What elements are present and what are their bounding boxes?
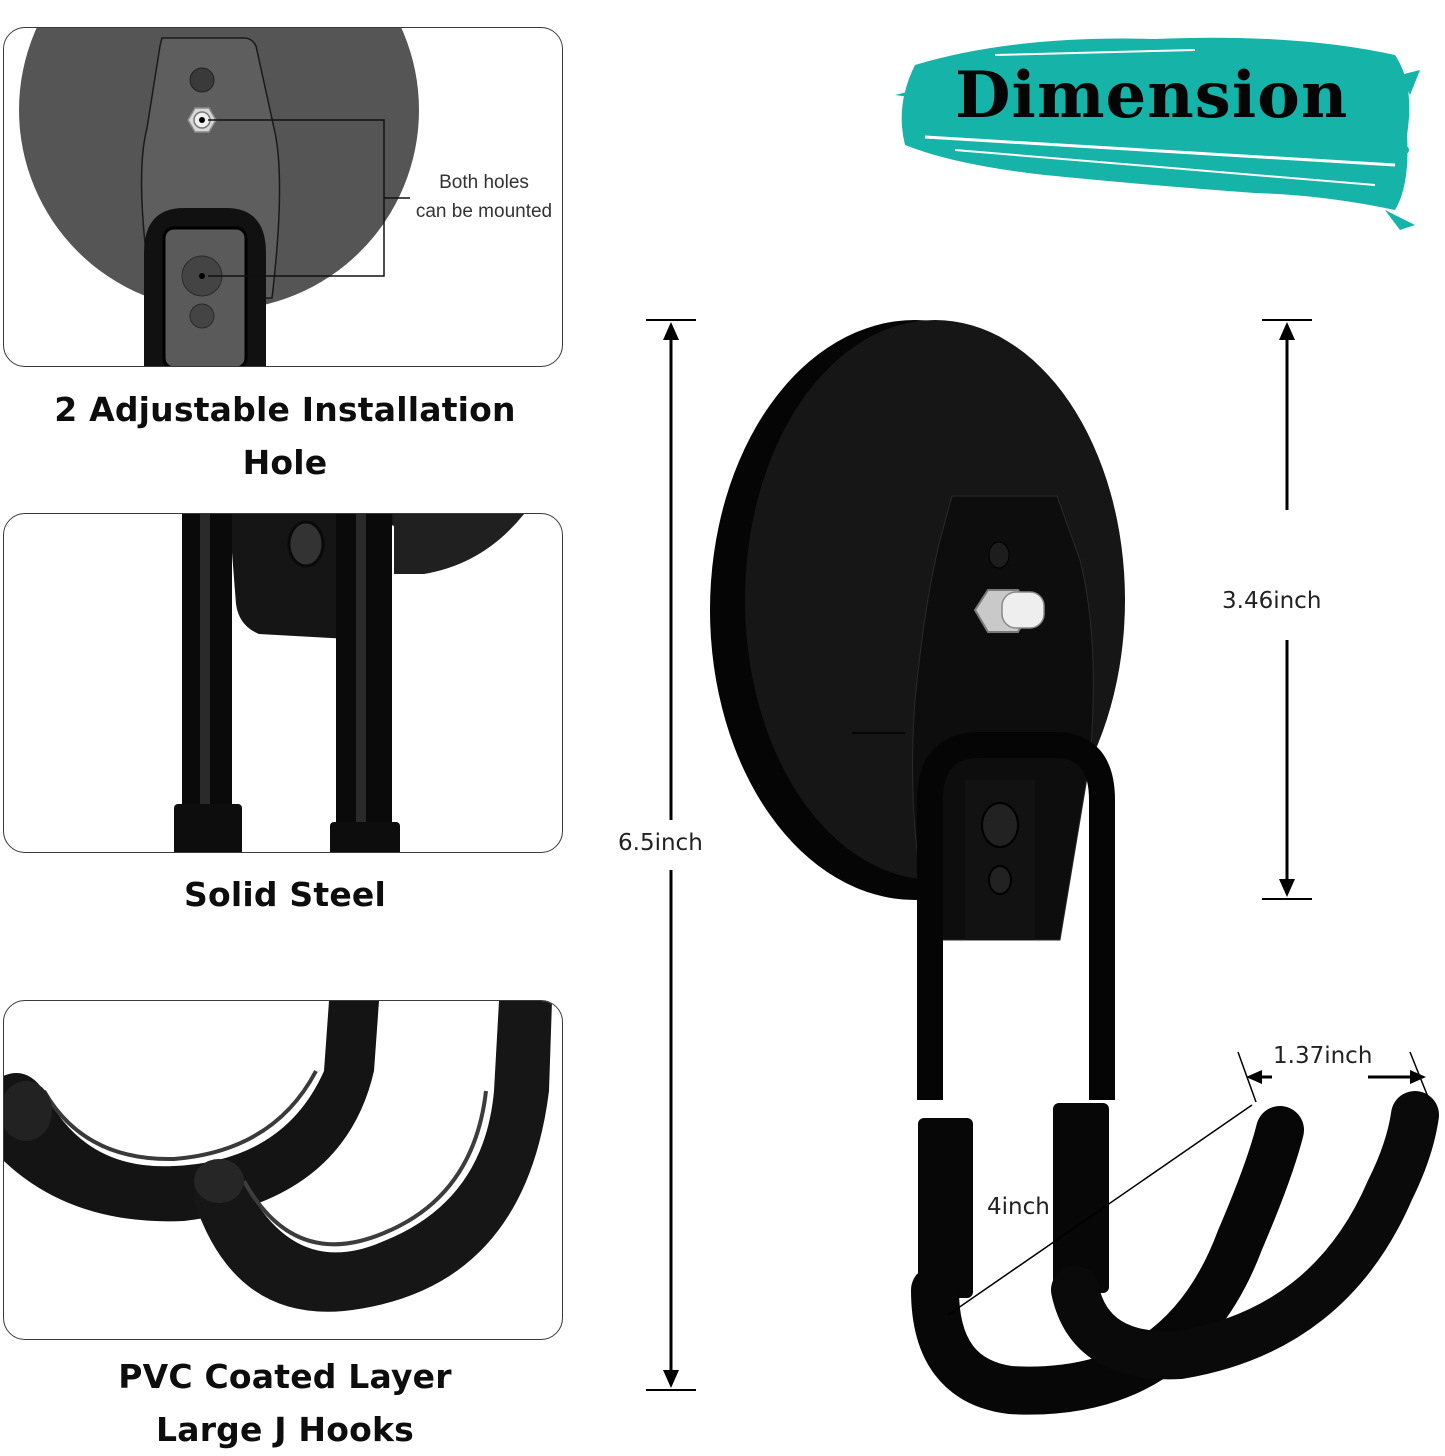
dimension-total-height: 6.5inch bbox=[618, 830, 703, 856]
caption-installation-hole: 2 Adjustable Installation Hole bbox=[54, 390, 516, 482]
mounting-plate-closeup-illustration bbox=[19, 28, 419, 366]
panel-pvc-coated bbox=[3, 1000, 563, 1340]
caption-pvc-coated: PVC Coated Layer Large J Hooks bbox=[118, 1357, 452, 1449]
panel-solid-steel bbox=[3, 513, 563, 853]
dimension-plate-diameter: 3.46inch bbox=[1222, 588, 1322, 614]
dimension-hook-length: 4inch bbox=[985, 1194, 1052, 1220]
banner-title: Dimension bbox=[955, 58, 1349, 133]
pvc-hooks-closeup-illustration bbox=[4, 1001, 552, 1312]
caption-solid-steel: Solid Steel bbox=[184, 875, 386, 914]
teal-brush-stroke-banner bbox=[895, 37, 1420, 230]
solid-steel-rods-illustration bbox=[174, 514, 524, 852]
panel-installation-hole: Both holes can be mounted bbox=[3, 27, 563, 367]
dimension-hook-spacing: 1.37inch bbox=[1273, 1043, 1373, 1069]
callout-both-holes: Both holes can be mounted bbox=[415, 172, 553, 222]
